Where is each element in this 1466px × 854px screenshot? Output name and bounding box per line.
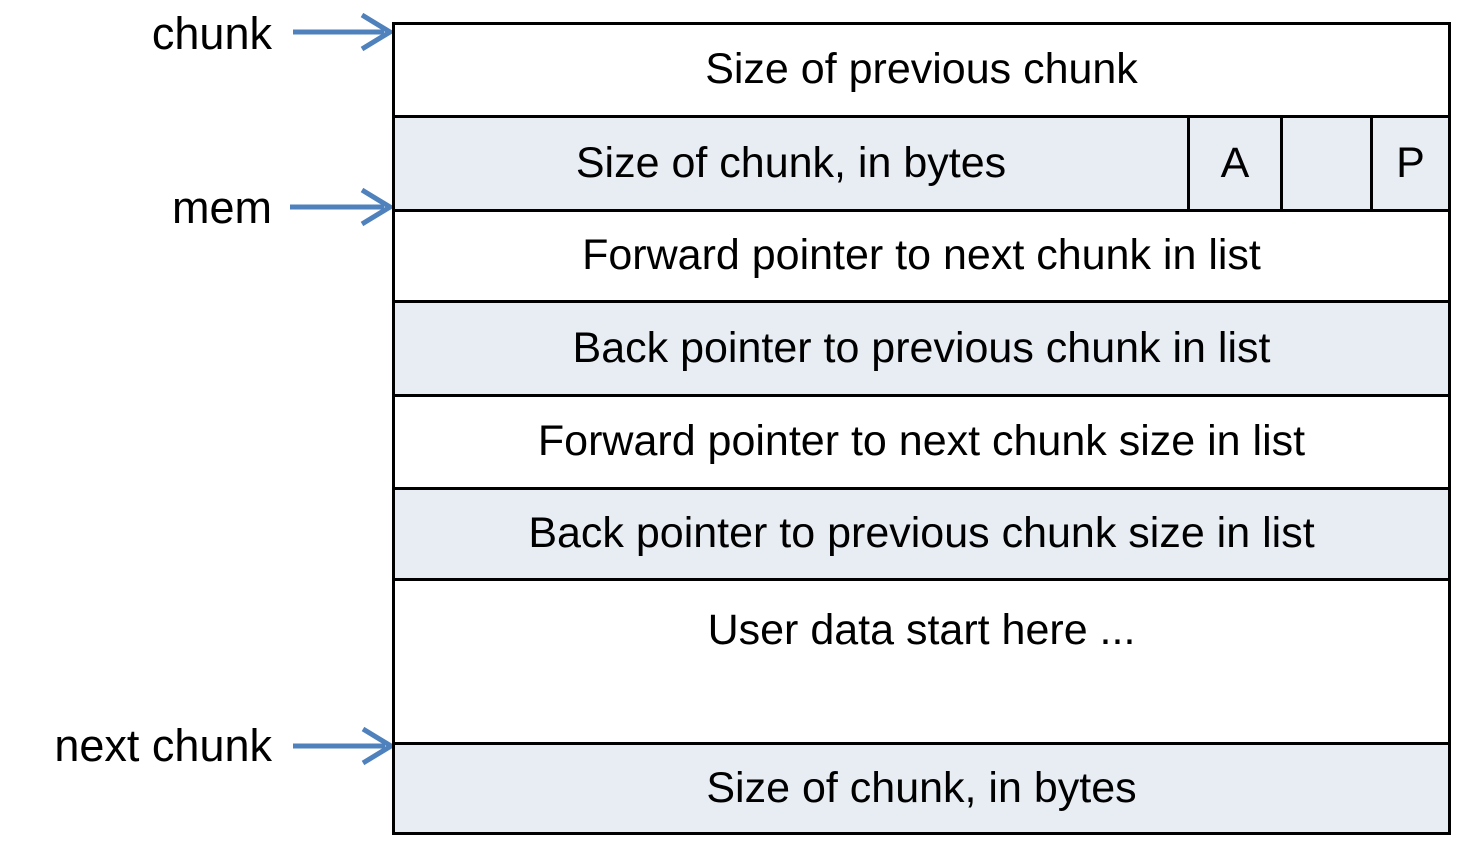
row-chunk-size-cell: Size of chunk, in bytes [395,118,1187,209]
flag-a-text: A [1220,138,1250,187]
row-user-data-text: User data start here ... [707,606,1136,654]
chunk-arrow-icon [293,12,395,52]
row-forward-size-pointer: Forward pointer to next chunk size in li… [395,397,1448,490]
next-chunk-arrow-icon [293,726,396,766]
chunk-pointer-label: chunk [151,8,272,59]
next-chunk-pointer-label: next chunk [54,720,272,771]
row-back-size-pointer-text: Back pointer to previous chunk size in l… [528,509,1315,558]
row-user-data: User data start here ... [395,581,1448,745]
mem-pointer-label: mem [172,182,272,233]
row-chunk-size-text: Size of chunk, in bytes [575,138,1007,187]
flag-cell-a: A [1187,118,1280,209]
row-next-chunk-size: Size of chunk, in bytes [395,745,1448,832]
row-back-size-pointer: Back pointer to previous chunk size in l… [395,490,1448,581]
row-forward-pointer-text: Forward pointer to next chunk in list [582,231,1261,280]
row-forward-size-pointer-text: Forward pointer to next chunk size in li… [537,417,1306,466]
chunk-structure-table: Size of previous chunk Size of chunk, in… [392,22,1451,835]
flag-cell-middle [1280,118,1370,209]
row-next-chunk-size-text: Size of chunk, in bytes [706,763,1137,812]
mem-arrow-icon [290,187,395,227]
row-prev-size-text: Size of previous chunk [705,45,1138,94]
row-chunk-size: Size of chunk, in bytes A P [395,118,1448,212]
row-back-pointer-text: Back pointer to previous chunk in list [572,323,1271,372]
flag-p-text: P [1396,138,1425,187]
flag-cell-p: P [1370,118,1448,209]
row-back-pointer: Back pointer to previous chunk in list [395,303,1448,397]
row-forward-pointer: Forward pointer to next chunk in list [395,212,1448,303]
row-prev-size: Size of previous chunk [395,25,1448,118]
